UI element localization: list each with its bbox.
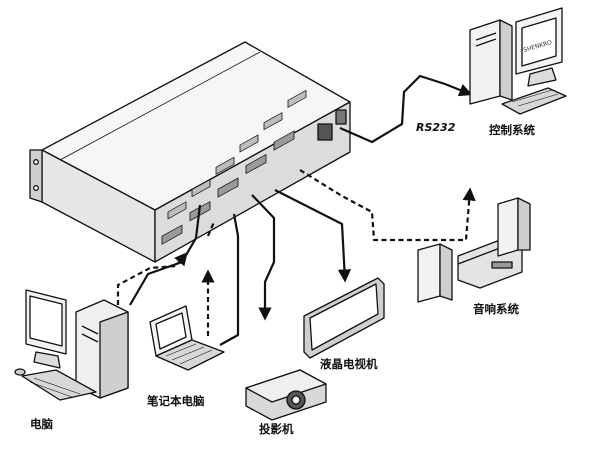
audio-system xyxy=(417,197,531,303)
computer xyxy=(14,289,129,401)
laptop-label: 笔记本电脑 xyxy=(147,394,205,408)
audio-cable xyxy=(299,169,476,242)
projector xyxy=(245,369,327,421)
lcd-tv xyxy=(303,277,385,359)
rs232-label: RS232 xyxy=(416,121,456,134)
power-socket xyxy=(317,123,333,141)
connector-row-bottom xyxy=(161,130,295,245)
laptop-cable xyxy=(219,213,240,346)
matrix-switcher xyxy=(29,41,351,263)
projector-label: 投影机 xyxy=(259,422,294,436)
control-system-label: 控制系统 xyxy=(489,123,535,137)
lcd-tv-label: 液晶电视机 xyxy=(320,357,378,371)
audio-system-label: 音响系统 xyxy=(473,302,519,316)
tv-cable xyxy=(274,189,352,283)
projector-cable xyxy=(251,194,276,321)
connector-row-top xyxy=(167,89,307,220)
computer-label: 电脑 xyxy=(30,417,53,431)
computer-cable xyxy=(116,251,188,305)
rs232-cable xyxy=(339,74,473,144)
control-system-pc: SHENKRO xyxy=(469,7,567,115)
laptop xyxy=(149,305,225,371)
